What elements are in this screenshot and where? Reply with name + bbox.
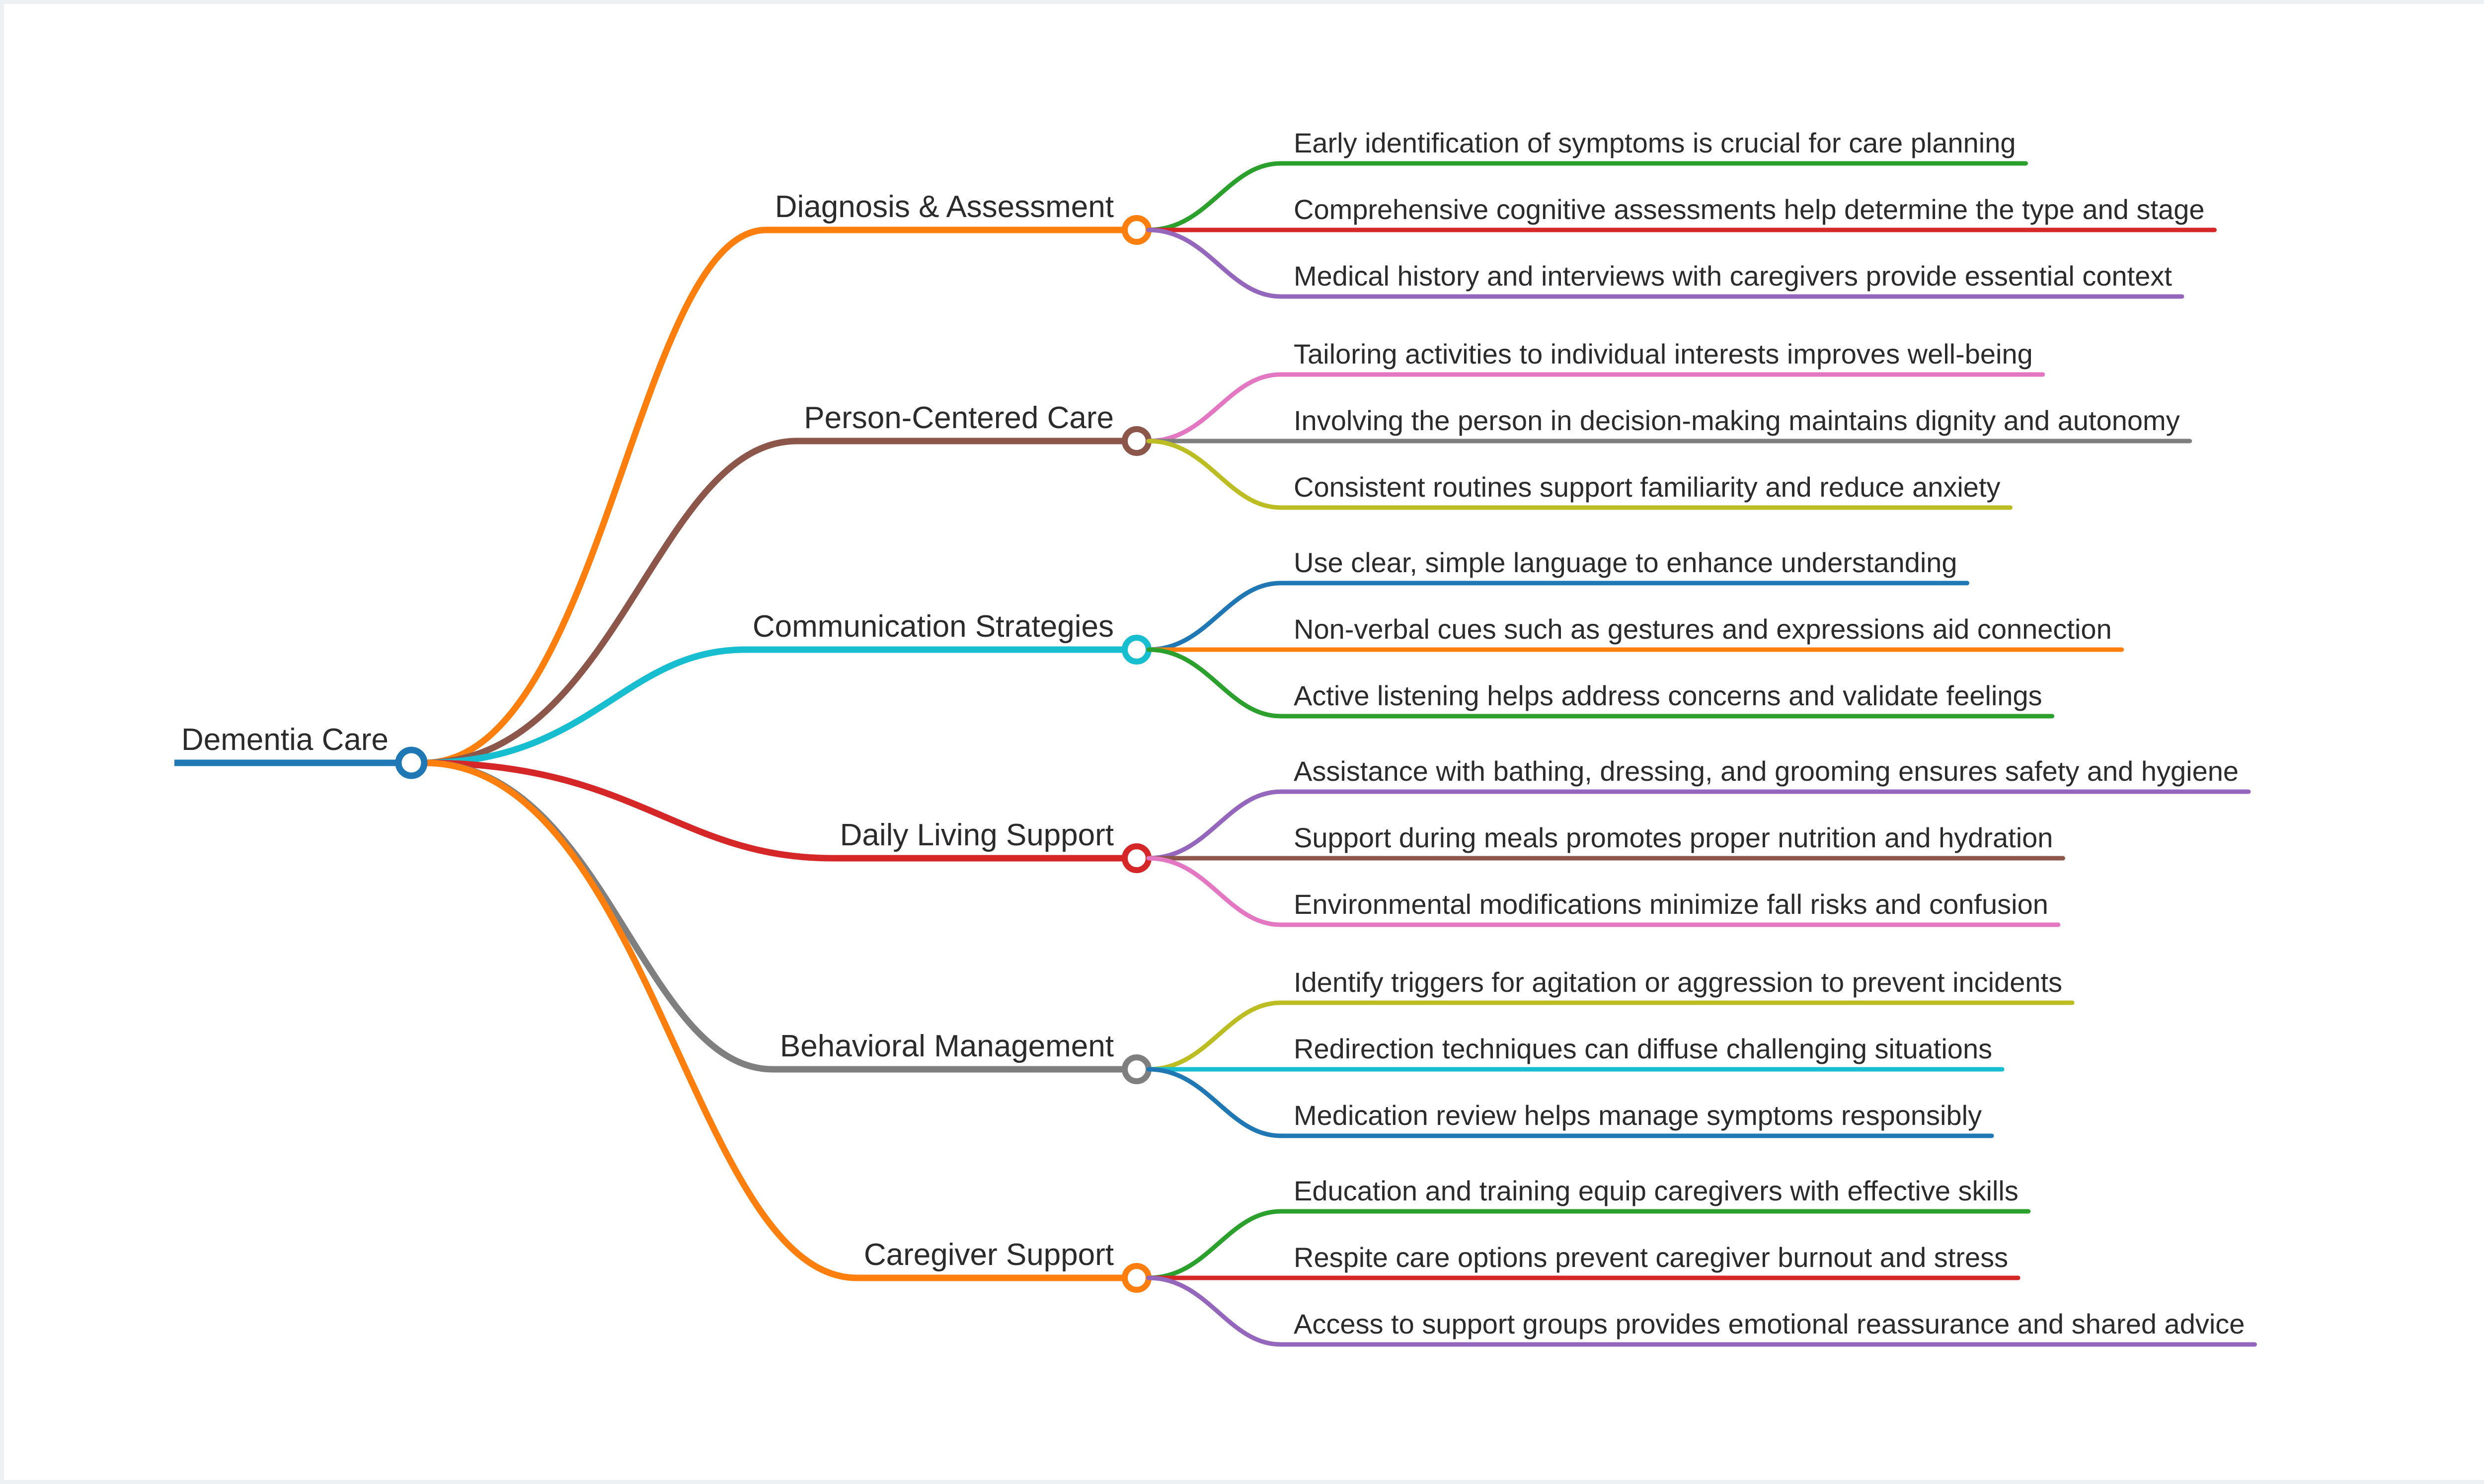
branch-group: Diagnosis & Assessment Early identificati… — [421, 127, 2217, 766]
leaf-group: Assistance with bathing, dressing, and g… — [1146, 755, 2251, 861]
mindmap-svg: Dementia Care Diagnosis & Assessment Early… — [174, 127, 2257, 1347]
root-node-circle[interactable] — [395, 746, 428, 779]
branch-connector — [421, 226, 1128, 766]
leaf-connector — [1146, 1000, 2075, 1072]
leaf-group: Redirection techniques can diffuse chall… — [1146, 1033, 2005, 1072]
leaf-label: Identify triggers for agitation or aggre… — [1294, 966, 2062, 998]
leaf-group: Medical history and interviews with care… — [1146, 227, 2184, 299]
leaf-label: Respite care options prevent caregiver b… — [1294, 1242, 2008, 1273]
branch-group: Communication Strategies Use clear, simpl… — [421, 547, 2124, 766]
leaf-group: Involving the person in decision-making … — [1146, 405, 2192, 444]
leaf-connector — [1146, 856, 2061, 927]
root-node[interactable]: Dementia Care — [174, 723, 411, 766]
leaf-connector — [1146, 647, 2055, 719]
leaf-group: Support during meals promotes proper nut… — [1146, 822, 2065, 861]
branch-group: Caregiver Support Education and training … — [421, 759, 2257, 1347]
leaf-label: Assistance with bathing, dressing, and g… — [1294, 755, 2239, 787]
branch-connector — [421, 646, 1128, 766]
branch-node-circle[interactable] — [1122, 426, 1152, 456]
leaf-group: Environmental modifications minimize fal… — [1146, 856, 2061, 927]
leaf-group: Medication review helps manage symptoms … — [1146, 1067, 1994, 1138]
branch-label: Behavioral Management — [780, 1029, 1114, 1063]
leaf-connector — [1146, 227, 2184, 299]
leaf-group: Early identification of symptoms is cruc… — [1146, 127, 2028, 232]
branch-group: Behavioral Management Identify triggers f… — [421, 759, 2075, 1138]
branch-node-circle[interactable] — [1122, 1263, 1152, 1293]
leaf-label: Early identification of symptoms is cruc… — [1294, 127, 2016, 158]
leaf-group: Non-verbal cues such as gestures and exp… — [1146, 613, 2124, 652]
leaf-connector — [1146, 581, 1970, 652]
branch-label: Diagnosis & Assessment — [775, 190, 1114, 224]
leaf-group: Active listening helps address concerns … — [1146, 647, 2055, 719]
branch-connector — [421, 759, 1128, 862]
leaf-connector — [1146, 439, 2013, 510]
leaf-label: Education and training equip caregivers … — [1294, 1175, 2018, 1206]
branch-node-circle[interactable] — [1122, 215, 1152, 245]
leaf-label: Consistent routines support familiarity … — [1294, 471, 2001, 503]
leaf-group: Consistent routines support familiarity … — [1146, 439, 2013, 510]
leaf-label: Medical history and interviews with care… — [1294, 260, 2172, 292]
leaf-group: Comprehensive cognitive assessments help… — [1146, 194, 2217, 232]
branch-label: Communication Strategies — [753, 609, 1114, 644]
leaf-connector — [1146, 789, 2251, 861]
leaf-connector — [1146, 1067, 1994, 1138]
leaf-label: Non-verbal cues such as gestures and exp… — [1294, 613, 2112, 645]
leaf-label: Involving the person in decision-making … — [1294, 405, 2180, 436]
leaf-connector — [1146, 372, 2045, 444]
branch-label: Person-Centered Care — [804, 401, 1114, 435]
leaf-connector — [1146, 1275, 2257, 1347]
branch-node-circle[interactable] — [1122, 635, 1152, 665]
branch-node-circle[interactable] — [1122, 1054, 1152, 1084]
branch-group: Daily Living Support Assistance with bath… — [421, 755, 2251, 927]
leaf-connector — [1146, 1209, 2031, 1280]
leaf-group: Respite care options prevent caregiver b… — [1146, 1242, 2020, 1280]
branch-connector — [421, 438, 1128, 766]
branch-label: Caregiver Support — [864, 1238, 1114, 1272]
branch-label: Daily Living Support — [840, 818, 1114, 852]
leaf-connector — [1146, 161, 2028, 232]
branch-group: Person-Centered Care Tailoring activities… — [421, 338, 2192, 766]
leaf-label: Active listening helps address concerns … — [1294, 680, 2042, 711]
leaf-group: Tailoring activities to individual inter… — [1146, 338, 2045, 444]
leaf-group: Use clear, simple language to enhance un… — [1146, 547, 1970, 652]
leaf-group: Education and training equip caregivers … — [1146, 1175, 2031, 1280]
branch-node-circle[interactable] — [1122, 843, 1152, 873]
root-label: Dementia Care — [181, 723, 388, 757]
leaf-label: Support during meals promotes proper nut… — [1294, 822, 2053, 853]
branch-connector — [421, 759, 1128, 1281]
leaf-label: Comprehensive cognitive assessments help… — [1294, 194, 2204, 225]
leaf-label: Access to support groups provides emotio… — [1294, 1308, 2245, 1339]
leaf-label: Use clear, simple language to enhance un… — [1294, 547, 1957, 578]
leaf-label: Redirection techniques can diffuse chall… — [1294, 1033, 1992, 1064]
leaf-label: Environmental modifications minimize fal… — [1294, 889, 2048, 920]
leaf-group: Identify triggers for agitation or aggre… — [1146, 966, 2075, 1072]
leaf-group: Access to support groups provides emotio… — [1146, 1275, 2257, 1347]
leaf-label: Tailoring activities to individual inter… — [1294, 338, 2033, 370]
leaf-label: Medication review helps manage symptoms … — [1294, 1100, 1982, 1131]
